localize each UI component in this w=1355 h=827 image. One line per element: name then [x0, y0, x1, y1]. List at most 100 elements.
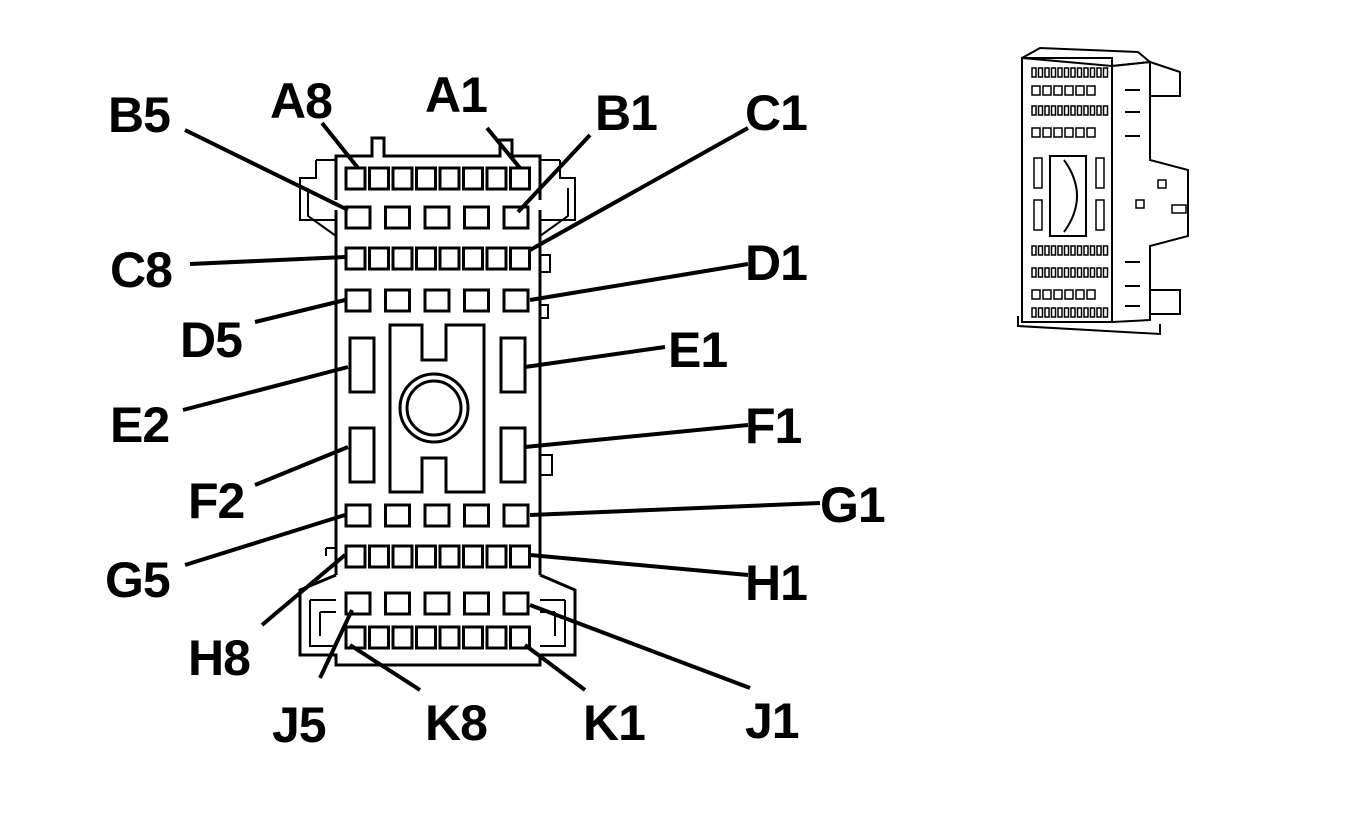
pin-label-k8: K8	[425, 695, 487, 751]
isometric-pin	[1070, 67, 1076, 78]
isometric-pin	[1044, 245, 1050, 256]
isometric-pin	[1050, 105, 1057, 116]
isometric-pin	[1057, 267, 1063, 278]
isometric-pin	[1031, 245, 1037, 256]
isometric-pin	[1042, 127, 1052, 138]
isometric-pin	[1075, 127, 1085, 138]
pin-label-a8: A8	[270, 73, 332, 129]
row-b-pin	[463, 205, 490, 230]
row-d-pin	[502, 288, 530, 313]
pin-label-b5: B5	[108, 87, 170, 143]
isometric-pin	[1102, 67, 1109, 78]
isometric-pin	[1102, 105, 1109, 116]
isometric-pin	[1070, 267, 1076, 278]
isometric-pin	[1075, 85, 1085, 96]
row-a-pin	[368, 166, 390, 191]
pin-labels: B5 A8 A1 B1 C1 C8 D1 D5 E1 E2 F1 F2 G1 G…	[105, 67, 886, 753]
pin-e2-cavity	[348, 336, 376, 394]
isometric-pin	[1083, 307, 1089, 318]
pin-label-c8: C8	[110, 242, 172, 298]
isometric-pin	[1076, 67, 1083, 78]
isometric-pin	[1083, 67, 1089, 78]
isometric-pin	[1053, 127, 1063, 138]
isometric-pin	[1064, 289, 1074, 300]
row-h-pin	[438, 544, 461, 569]
isometric-pin	[1083, 105, 1089, 116]
row-g-pin	[463, 503, 490, 528]
pin-label-h8: H8	[188, 630, 250, 686]
isometric-pin	[1063, 105, 1070, 116]
row-h-pin	[415, 544, 437, 569]
isometric-pin	[1031, 105, 1037, 116]
isometric-pin	[1096, 267, 1102, 278]
row-d-pin	[463, 288, 490, 313]
row-b-pin	[502, 205, 530, 230]
isometric-pin	[1076, 105, 1083, 116]
row-h-pin	[485, 544, 508, 569]
isometric-pin	[1037, 307, 1044, 318]
isometric-pin	[1037, 67, 1044, 78]
row-j-pin	[344, 591, 372, 616]
row-a-pin	[391, 166, 414, 191]
row-h-pin	[368, 544, 390, 569]
isometric-pin	[1063, 67, 1070, 78]
row-h-pin	[344, 544, 367, 569]
row-c-pin	[368, 246, 390, 271]
isometric-pin	[1089, 245, 1096, 256]
row-c-pin	[485, 246, 508, 271]
isometric-pin	[1037, 267, 1044, 278]
isometric-pin	[1031, 289, 1041, 300]
isometric-pin	[1086, 85, 1096, 96]
row-b-pin	[384, 205, 411, 230]
isometric-pin	[1102, 307, 1109, 318]
row-a-pin	[485, 166, 508, 191]
isometric-pin	[1057, 105, 1063, 116]
row-j-pin	[502, 591, 530, 616]
isometric-pin	[1037, 105, 1044, 116]
isometric-pin	[1063, 245, 1070, 256]
pin-label-d1: D1	[745, 235, 807, 291]
center-lock	[388, 323, 486, 494]
row-k-pin	[485, 625, 508, 650]
row-d-pin	[423, 288, 451, 313]
isometric-pin	[1064, 127, 1074, 138]
pin-label-c1: C1	[745, 85, 807, 141]
isometric-pin	[1070, 105, 1076, 116]
connector-face	[298, 136, 577, 667]
isometric-pin	[1042, 289, 1052, 300]
pin-label-f2: F2	[188, 473, 244, 529]
row-h-pin	[391, 544, 414, 569]
connector-isometric-view	[1017, 46, 1189, 336]
row-k-pin	[462, 625, 484, 650]
isometric-pin	[1076, 245, 1083, 256]
row-k-pin	[368, 625, 390, 650]
row-a-pin	[462, 166, 484, 191]
pin-label-d5: D5	[180, 312, 242, 368]
row-k-pin	[344, 625, 367, 650]
pin-f1-cavity	[499, 426, 527, 484]
pin-e1-cavity	[499, 336, 527, 394]
row-g-pin	[502, 503, 530, 528]
isometric-pin	[1057, 245, 1063, 256]
isometric-pin	[1044, 67, 1050, 78]
isometric-pin	[1089, 267, 1096, 278]
isometric-pin	[1037, 245, 1044, 256]
row-a-pin	[344, 166, 367, 191]
isometric-pin	[1044, 105, 1050, 116]
row-g-pin	[384, 503, 411, 528]
row-c-pin	[462, 246, 484, 271]
isometric-pin	[1063, 267, 1070, 278]
pin-label-j5: J5	[272, 697, 326, 753]
isometric-pin	[1050, 245, 1057, 256]
row-d-pin	[344, 288, 372, 313]
isometric-pin	[1102, 267, 1109, 278]
pin-label-a1: A1	[425, 67, 487, 123]
leader-lines	[182, 121, 821, 692]
isometric-pin	[1070, 245, 1076, 256]
row-c-pin	[509, 246, 531, 271]
isometric-pin	[1042, 85, 1052, 96]
row-c-pin	[438, 246, 461, 271]
row-j-pin	[423, 591, 451, 616]
row-k-pin	[438, 625, 461, 650]
